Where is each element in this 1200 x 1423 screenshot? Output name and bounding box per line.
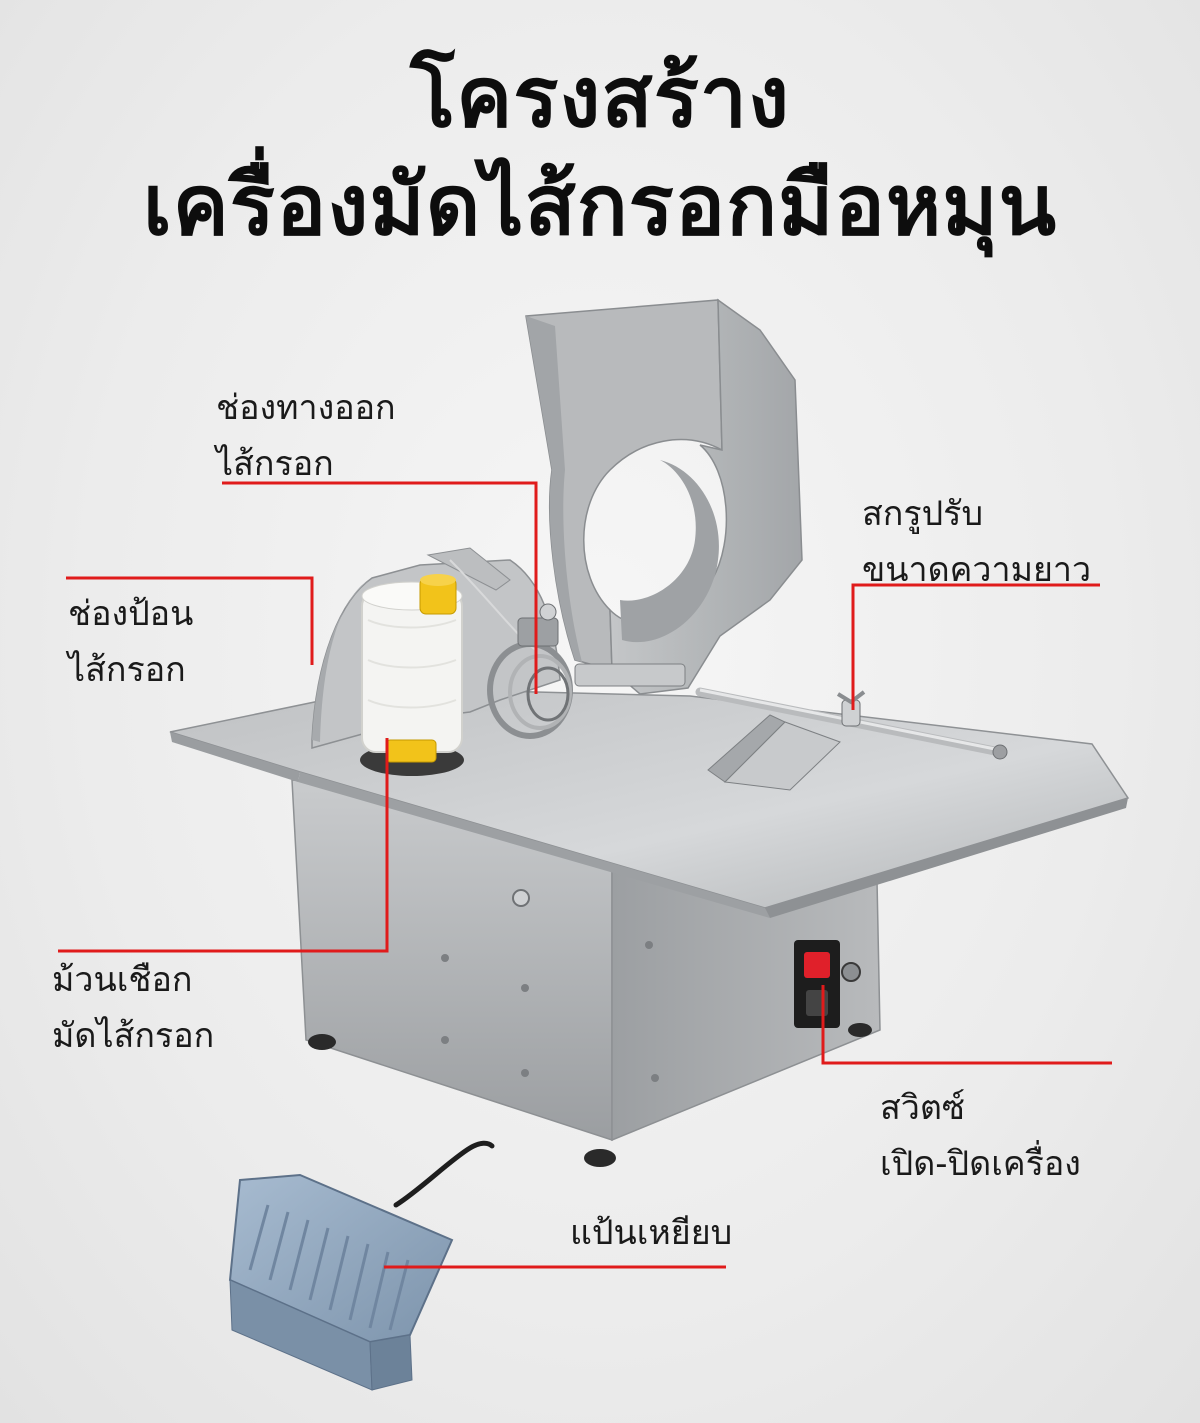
callout-string-roll-line-1: ม้วนเชือก xyxy=(52,960,193,1000)
leader-power-switch xyxy=(821,985,1112,1065)
callout-string-roll: ม้วนเชือก มัดไส้กรอก xyxy=(52,952,214,1064)
leader-feeder xyxy=(66,576,314,665)
callout-power-switch: สวิตซ์ เปิด-ปิดเครื่อง xyxy=(880,1080,1081,1192)
page-title-line-2: เครื่องมัดไส้กรอกมือหมุน xyxy=(142,156,1058,254)
callout-feeder: ช่องป้อน ไส้กรอก xyxy=(68,586,193,698)
leader-length-screw xyxy=(851,583,1100,710)
power-switch[interactable] xyxy=(804,952,830,978)
page-title-line-1: โครงสร้าง xyxy=(409,48,790,146)
wing-screw[interactable] xyxy=(836,690,866,727)
callout-string-roll-line-2: มัดไส้กรอก xyxy=(52,1016,215,1056)
twisting-rings xyxy=(487,603,573,739)
string-roll xyxy=(360,574,464,776)
callout-foot-pedal-line-1: แป้นเหยียบ xyxy=(570,1213,733,1253)
power-switch-module xyxy=(794,940,861,1028)
callout-outlet-line-2: ไส้กรอก xyxy=(216,444,334,484)
length-adjust-rod xyxy=(695,687,1008,791)
callout-power-switch-line-1: สวิตซ์ xyxy=(880,1088,965,1128)
callout-power-switch-line-2: เปิด-ปิดเครื่อง xyxy=(880,1144,1081,1184)
callout-length-screw: สกรูปรับ ขนาดความยาว xyxy=(862,486,1091,598)
callout-feeder-line-1: ช่องป้อน xyxy=(68,594,194,634)
leader-string-roll xyxy=(58,738,389,953)
hood-cover xyxy=(525,298,803,695)
callout-feeder-line-2: ไส้กรอก xyxy=(68,650,186,690)
leader-outlet xyxy=(222,481,538,694)
callout-length-screw-line-1: สกรูปรับ xyxy=(862,494,984,534)
foot-pedal[interactable] xyxy=(228,1140,495,1391)
callout-outlet-line-1: ช่องทางออก xyxy=(216,388,396,428)
leader-lines xyxy=(58,481,1112,1269)
callout-foot-pedal: แป้นเหยียบ xyxy=(570,1205,732,1261)
callout-outlet: ช่องทางออก ไส้กรอก xyxy=(216,380,396,492)
callout-length-screw-line-2: ขนาดความยาว xyxy=(862,550,1092,590)
